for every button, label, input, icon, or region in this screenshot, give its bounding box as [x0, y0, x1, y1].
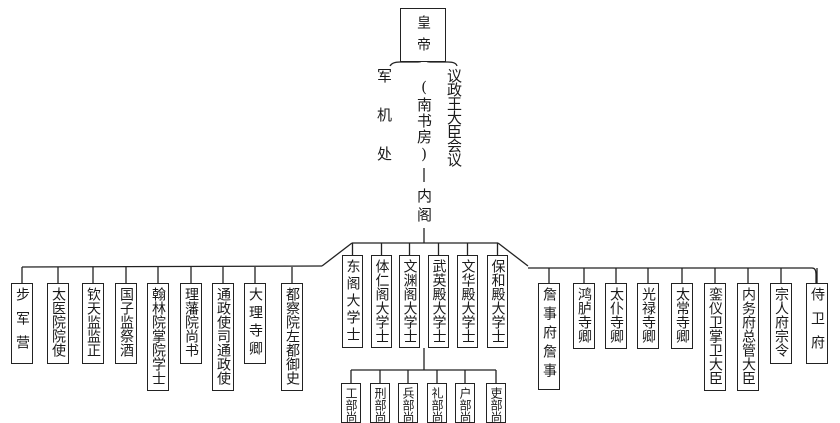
office-box: 光禄寺卿	[637, 283, 659, 349]
office-box-label: 鸿胪寺卿	[576, 287, 592, 343]
office-box-label: 太常寺卿	[674, 287, 690, 343]
ministry-box-label: 刑部尚	[373, 387, 387, 423]
office-box: 鸿胪寺卿	[573, 283, 595, 349]
office-box-label: 太仆寺卿	[608, 287, 624, 343]
emperor-label: 皇帝	[415, 15, 431, 59]
office-box-label: 步军营	[14, 287, 30, 359]
grand-secretary-box: 保和殿大学士	[487, 255, 508, 348]
grand-secretary-box-label: 体仁阁大学士	[373, 259, 390, 343]
emperor-box: 皇帝	[400, 8, 446, 62]
office-box: 銮仪卫掌卫大臣	[704, 283, 726, 391]
office-box-label: 光禄寺卿	[640, 287, 656, 343]
office-box: 步军营	[11, 283, 33, 364]
ministry-box-label: 工部尚	[344, 387, 358, 423]
office-box-label: 太医院院使	[50, 287, 66, 357]
office-box: 太医院院使	[47, 283, 69, 364]
office-box: 翰林院掌院学士	[147, 283, 169, 391]
ministry-box: 刑部尚	[370, 383, 390, 423]
grand-secretary-box-label: 文渊阁大学士	[401, 259, 418, 343]
office-box-label: 国子监祭酒	[118, 287, 134, 357]
office-box-label: 都察院左都御史	[284, 287, 300, 385]
grand-secretary-box-label: 文华殿大学士	[459, 259, 476, 343]
office-box-label: 詹事府詹事	[541, 287, 557, 382]
ministry-box: 礼部尚	[427, 383, 447, 423]
grand-secretariat-label: 内阁	[415, 188, 433, 226]
office-box: 理藩院尚书	[180, 283, 202, 364]
grand-secretary-box-label: 保和殿大学士	[489, 259, 506, 343]
office-box-label: 侍卫府	[809, 287, 825, 359]
office-box-label: 宗人府宗令	[773, 287, 789, 357]
office-box: 内务府总管大臣	[737, 283, 759, 391]
grand-secretary-box: 武英殿大学士	[428, 255, 449, 348]
ministry-box-label: 兵部尚	[401, 387, 415, 423]
grand-secretary-box: 文华殿大学士	[457, 255, 478, 348]
office-box: 钦天监监正	[82, 283, 104, 364]
grand-secretary-box: 体仁阁大学士	[371, 255, 392, 348]
ministry-box: 吏部尚	[486, 383, 506, 423]
office-box: 国子监祭酒	[115, 283, 137, 364]
ministry-box-label: 户部尚	[458, 387, 472, 423]
office-box-label: 钦天监监正	[85, 287, 101, 357]
grand-secretary-box: 文渊阁大学士	[399, 255, 420, 348]
ministry-box: 兵部尚	[398, 383, 418, 423]
ministry-box-label: 吏部尚	[489, 387, 503, 423]
office-box-label: 翰林院掌院学士	[150, 287, 166, 385]
grand-council-label: 军机处	[375, 68, 393, 185]
office-box-label: 理藩院尚书	[183, 287, 199, 357]
office-box-label: 銮仪卫掌卫大臣	[707, 287, 723, 385]
grand-secretary-box-label: 东阁大学士	[344, 259, 361, 344]
ministry-box-label: 礼部尚	[430, 387, 444, 423]
office-box: 侍卫府	[806, 283, 828, 364]
office-box-label: 大理寺卿	[247, 287, 263, 359]
deliberative-council-label: 议政王大臣会议	[445, 68, 463, 166]
office-box-label: 内务府总管大臣	[740, 287, 756, 385]
office-box: 大理寺卿	[244, 283, 266, 364]
office-box: 詹事府詹事	[538, 283, 560, 390]
office-box: 太仆寺卿	[605, 283, 627, 349]
grand-secretary-box-label: 武英殿大学士	[430, 259, 447, 343]
office-box: 宗人府宗令	[770, 283, 792, 364]
ministry-box: 户部尚	[455, 383, 475, 423]
office-box: 通政使司通政使	[212, 283, 234, 391]
office-box-label: 通政使司通政使	[215, 287, 231, 385]
office-box: 都察院左都御史	[281, 283, 303, 391]
ministry-box: 工部尚	[341, 383, 361, 423]
grand-secretary-box: 东阁大学士	[342, 255, 363, 348]
office-box: 太常寺卿	[671, 283, 693, 349]
southern-study-label: (南书房)	[415, 78, 433, 164]
